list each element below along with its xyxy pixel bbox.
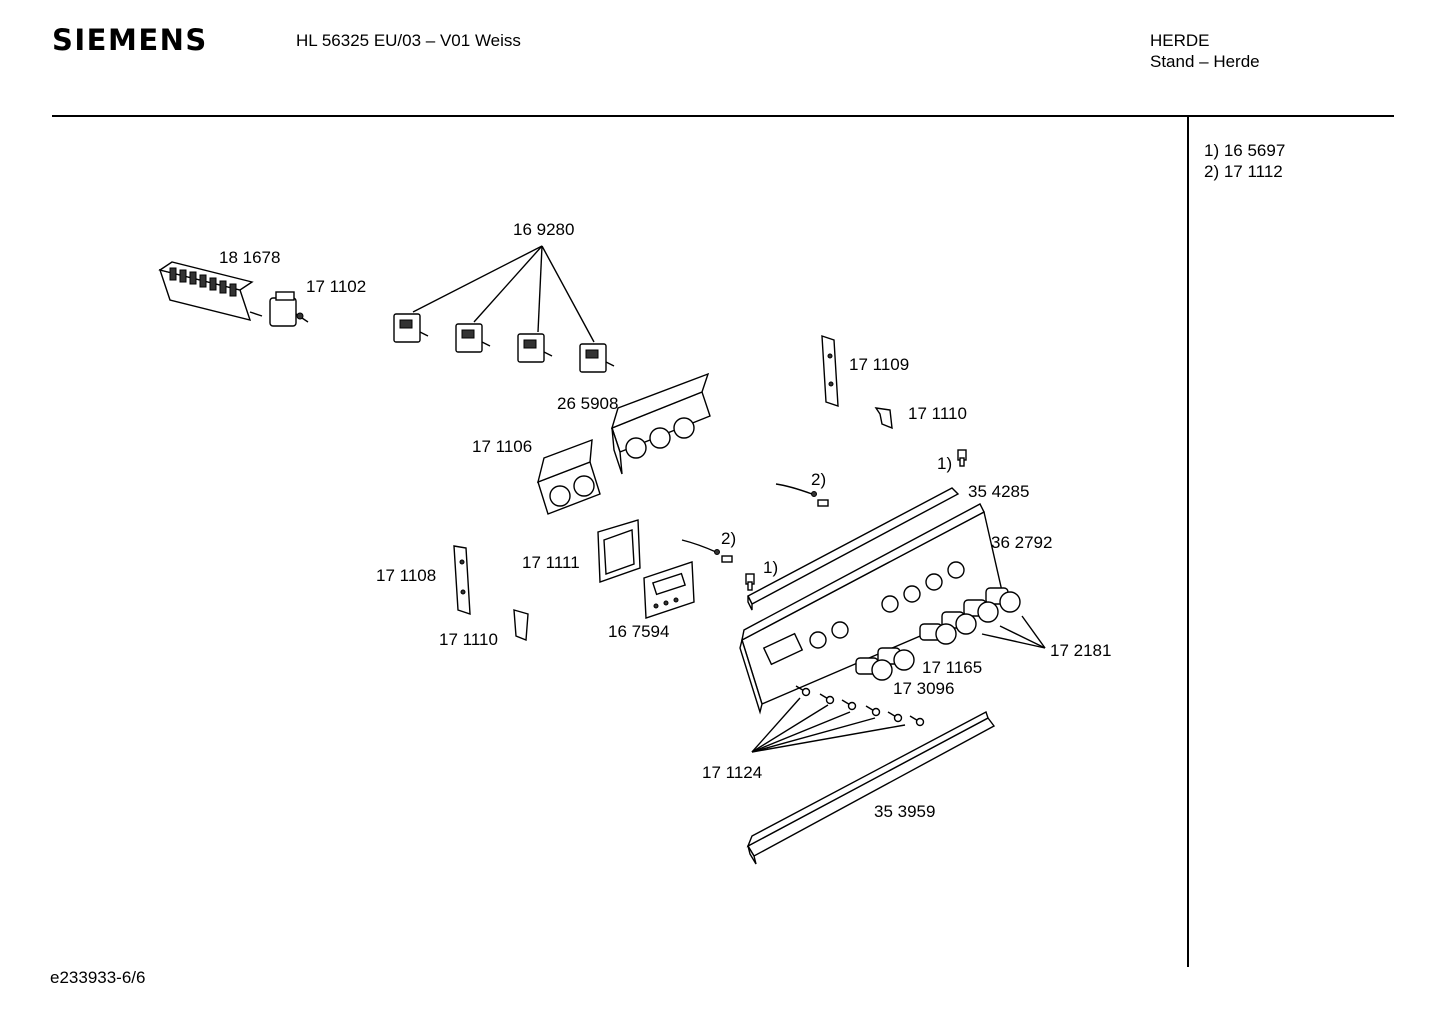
part-label-354285: 35 4285 [968, 482, 1029, 501]
bottom-trim-profile-icon [746, 710, 996, 865]
note-marker-2-top: 2) [811, 470, 826, 489]
footnote-1: 1) 16 5697 [1204, 141, 1286, 160]
rotary-switch-icon [269, 291, 309, 327]
switch-holder-bracket-icon [610, 372, 711, 475]
clock-module-icon [643, 561, 695, 619]
control-knob-icon [855, 657, 893, 681]
note-marker-1-top: 1) [937, 454, 952, 473]
energy-regulator-icon [579, 343, 615, 373]
part-label-181678: 18 1678 [219, 248, 280, 267]
part-label-167594: 16 7594 [608, 622, 669, 641]
screw-icon [819, 693, 835, 705]
top-trim-strip-icon [747, 487, 960, 611]
appliance-subcategory: Stand – Herde [1150, 52, 1260, 71]
control-knob-icon [963, 599, 999, 623]
control-knob-icon [919, 623, 957, 645]
part-label-171109: 17 1109 [849, 355, 909, 374]
display-frame-icon [597, 519, 641, 583]
appliance-category: HERDE [1150, 31, 1210, 50]
part-label-173096: 17 3096 [893, 679, 954, 698]
model-designation: HL 56325 EU/03 – V01 Weiss [296, 31, 521, 50]
control-knob-icon [877, 647, 915, 671]
note-marker-2-bottom: 2) [721, 529, 736, 548]
screw-icon [887, 711, 903, 723]
switch-holder-small-icon [536, 438, 601, 515]
part-label-171108: 17 1108 [376, 566, 436, 585]
leader-lines-169280 [412, 245, 595, 343]
part-label-353959: 35 3959 [874, 802, 935, 821]
part-label-171106: 17 1106 [472, 437, 532, 456]
energy-regulator-icon [393, 313, 429, 343]
brand-logo: SIEMENS [52, 23, 208, 57]
screw-icon [909, 715, 925, 727]
energy-regulator-icon [517, 333, 553, 363]
part-label-362792: 36 2792 [991, 533, 1052, 552]
clip-icon [874, 407, 893, 430]
screw-icon [865, 705, 881, 717]
part-label-171111: 17 1111 [522, 553, 580, 572]
control-panel-icon [739, 503, 1005, 715]
part-label-171110-bottom: 17 1110 [439, 630, 498, 649]
footnote-2: 2) 17 1112 [1204, 162, 1283, 181]
screw-icon [841, 699, 857, 711]
part-label-172181: 17 2181 [1050, 641, 1111, 660]
screw-icon [957, 449, 967, 467]
part-label-171110-top: 17 1110 [908, 404, 967, 423]
exploded-parts-diagram: 18 1678 17 1102 16 9280 26 5908 17 1106 … [158, 220, 1111, 865]
cam-switch-block-icon [158, 261, 263, 321]
part-label-171124: 17 1124 [702, 763, 762, 782]
control-knob-icon [941, 611, 977, 635]
part-label-169280: 16 9280 [513, 220, 574, 239]
energy-regulator-icon [455, 323, 491, 353]
clip-icon [513, 609, 529, 642]
part-label-171165: 17 1165 [922, 658, 982, 677]
control-knob-icon [985, 587, 1021, 613]
sensor-cable-icon [681, 539, 733, 563]
document-id: e233933-6/6 [50, 968, 146, 987]
note-marker-1-bottom: 1) [763, 558, 778, 577]
mounting-bracket-icon [453, 545, 471, 615]
part-label-265908: 26 5908 [557, 394, 618, 413]
leader-lines-172181 [981, 615, 1046, 649]
leader-lines-171124 [751, 697, 906, 753]
notes-divider [1187, 117, 1189, 967]
screw-icon [745, 573, 755, 591]
part-label-171102: 17 1102 [306, 277, 366, 296]
mounting-bracket-icon [821, 335, 839, 407]
screw-icon [795, 685, 811, 697]
header-divider [52, 115, 1394, 117]
sensor-cable-icon [775, 483, 829, 507]
